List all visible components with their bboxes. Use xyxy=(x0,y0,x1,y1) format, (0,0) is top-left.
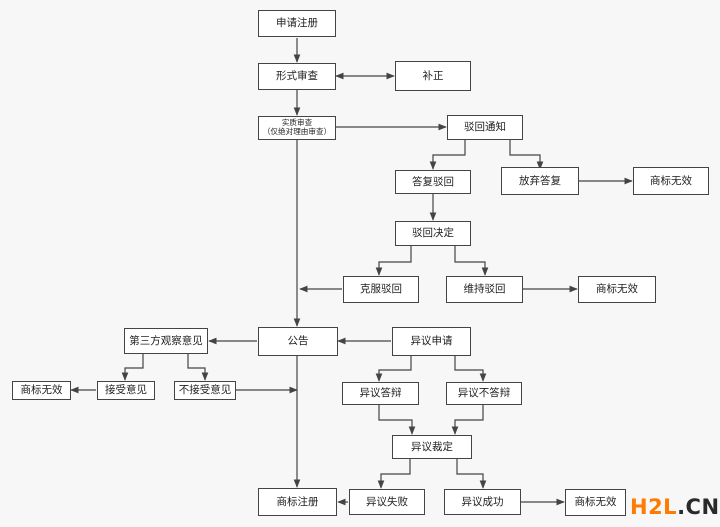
node-invalid-b: 商标无效 xyxy=(578,276,656,303)
node-reply-rejection-label: 答复驳回 xyxy=(412,175,454,188)
node-maintain-rejection-label: 维持驳回 xyxy=(463,283,506,296)
node-accept-opinion: 接受意见 xyxy=(97,381,155,400)
node-opposition-failed-label: 异议失败 xyxy=(366,495,408,508)
node-not-accept-opinion: 不接受意见 xyxy=(174,381,236,400)
node-supplement-label: 补正 xyxy=(422,69,444,82)
node-opposition-no-defense-label: 异议不答辩 xyxy=(457,387,511,400)
edge-third-notaccept xyxy=(187,354,209,381)
node-maintain-rejection: 维持驳回 xyxy=(446,276,523,303)
edge-notice-reply xyxy=(429,140,466,170)
node-opposition-defense: 异议答辩 xyxy=(342,382,419,405)
node-apply: 申请注册 xyxy=(258,10,336,37)
node-rejection-decision-label: 驳回决定 xyxy=(412,227,454,240)
node-opposition-success-label: 异议成功 xyxy=(461,495,504,508)
node-overcome-rejection: 克服驳回 xyxy=(343,276,419,303)
node-announcement-label: 公告 xyxy=(287,335,309,348)
node-trademark-registered: 商标注册 xyxy=(258,488,337,516)
node-overcome-rejection-label: 克服驳回 xyxy=(360,283,402,296)
node-apply-label: 申请注册 xyxy=(276,17,318,30)
node-invalid-a: 商标无效 xyxy=(633,167,709,195)
node-invalid-d-label: 商标无效 xyxy=(574,496,617,509)
node-invalid-d: 商标无效 xyxy=(565,489,626,516)
node-supplement: 补正 xyxy=(395,61,471,91)
node-invalid-c-label: 商标无效 xyxy=(20,384,63,397)
edge-opp-defense xyxy=(375,356,412,382)
edge-decision-maintain xyxy=(454,246,489,276)
edge-decision-overcome xyxy=(375,246,412,276)
node-abandon-reply: 放弃答复 xyxy=(501,167,579,195)
node-opposition-apply-label: 异议申请 xyxy=(410,335,453,348)
watermark-cn: .CN xyxy=(677,495,720,519)
node-third-party-opinion-label: 第三方观察意见 xyxy=(129,334,203,347)
node-accept-opinion-label: 接受意见 xyxy=(105,384,147,397)
edge-ruling-failed xyxy=(377,459,411,489)
edge-third-accept xyxy=(121,354,144,381)
node-opposition-ruling: 异议裁定 xyxy=(392,435,472,459)
node-not-accept-opinion-label: 不接受意见 xyxy=(178,384,232,397)
node-invalid-c: 商标无效 xyxy=(12,381,71,400)
node-rejection-decision: 驳回决定 xyxy=(395,221,471,246)
node-trademark-registered-label: 商标注册 xyxy=(276,495,319,508)
node-formal-review: 形式审查 xyxy=(258,63,336,90)
node-opposition-failed: 异议失败 xyxy=(349,489,425,515)
node-opposition-apply: 异议申请 xyxy=(392,327,471,356)
node-abandon-reply-label: 放弃答复 xyxy=(519,174,561,187)
watermark-logo: H2L.CN xyxy=(630,494,720,520)
node-third-party-opinion: 第三方观察意见 xyxy=(124,328,208,354)
node-reply-rejection: 答复驳回 xyxy=(395,170,471,194)
node-opposition-defense-label: 异议答辩 xyxy=(359,387,402,400)
node-substantive-line1: 实质审查 xyxy=(281,118,313,128)
node-substantive-review: 实质审查 （仅绝对理由审查） xyxy=(258,116,336,140)
node-opposition-ruling-label: 异议裁定 xyxy=(411,440,453,453)
edge-notice-abandon xyxy=(509,140,544,170)
node-formal-review-label: 形式审查 xyxy=(276,70,318,83)
edge-ruling-success xyxy=(456,459,487,489)
node-substantive-line2: （仅绝对理由审查） xyxy=(262,127,332,136)
edge-defense-ruling xyxy=(378,405,416,435)
node-invalid-b-label: 商标无效 xyxy=(596,283,638,296)
edge-opp-nodefense xyxy=(454,356,487,382)
node-rejection-notice: 驳回通知 xyxy=(447,115,523,140)
node-invalid-a-label: 商标无效 xyxy=(650,174,692,187)
edge-nodefense-ruling xyxy=(451,405,484,435)
node-opposition-success: 异议成功 xyxy=(444,489,521,515)
node-opposition-no-defense: 异议不答辩 xyxy=(446,382,522,405)
node-rejection-notice-label: 驳回通知 xyxy=(464,121,506,134)
watermark-h2l: H2L xyxy=(630,495,678,519)
node-announcement: 公告 xyxy=(258,327,338,356)
